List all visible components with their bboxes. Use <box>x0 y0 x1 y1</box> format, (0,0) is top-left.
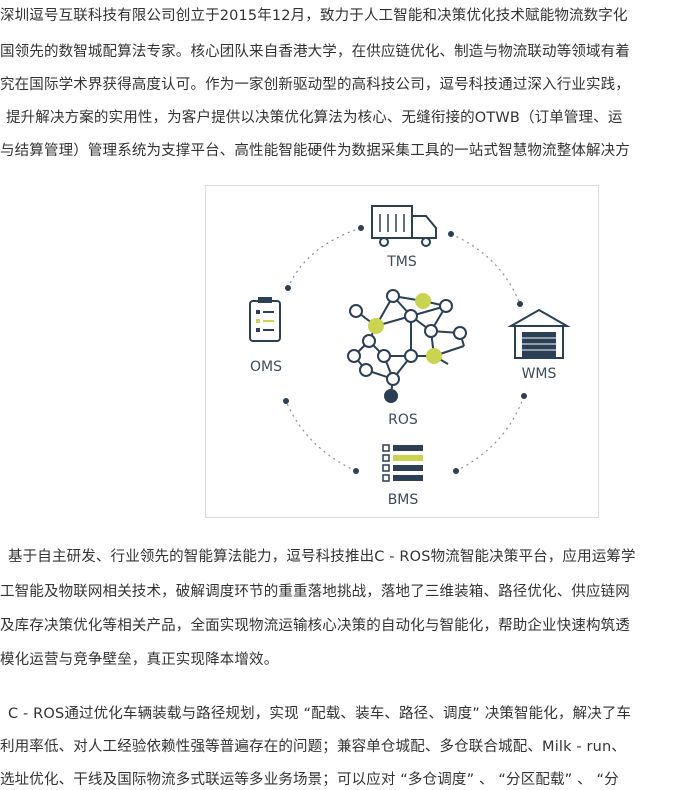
tms-label: TMS <box>386 254 417 270</box>
cros-line-1: C - ROS通过优化车辆装载与路径规划，实现 “配载、装车、路径、调度” 决策… <box>8 706 632 722</box>
billing-list-icon <box>382 444 423 482</box>
connection-ring <box>285 227 525 472</box>
clipboard-icon <box>249 297 281 342</box>
intro-line-5: 与结算管理）管理系统为支撑平台、高性能智能硬件为数据采集工具的一站式智慧物流整体… <box>0 143 630 159</box>
platform-line-1: 基于自主研发、行业领先的智能算法能力，逗号科技推出C - ROS物流智能决策平台… <box>8 549 636 565</box>
warehouse-icon <box>507 308 571 359</box>
oms-label: OMS <box>250 359 282 375</box>
diagram-canvas: TMS OMS WMS <box>249 205 571 508</box>
platform-line-3: 及库存决策优化等相关产品，全面实现物流运输核心决策的自动化与智能化，帮助企业快速… <box>0 618 630 634</box>
intro-line-2: 国领先的数智城配算法专家。核心团队来自香港大学，在供应链优化、制造与物流联动等领… <box>0 44 630 60</box>
ros-label: ROS <box>388 412 418 428</box>
platform-line-4: 模化运营与竞争壁垒，真正实现降本增效。 <box>0 652 279 668</box>
platform-line-2: 工智能及物联网相关技术，破解调度环节的重重落地挑战，落地了三维装箱、路径优化、供… <box>0 584 630 600</box>
ros-platform-diagram: TMS OMS WMS <box>205 185 599 518</box>
intro-line-4: 提升解决方案的实用性，为客户提供以决策优化算法为核心、无缝衔接的OTWB（订单管… <box>6 110 623 126</box>
bms-label: BMS <box>388 492 419 508</box>
intro-line-1: 深圳逗号互联科技有限公司创立于2015年12月，致力于人工智能和决策优化技术赋能… <box>0 8 628 24</box>
intro-line-3: 究在国际学术界获得高度认可。作为一家创新驱动型的高科技公司，逗号科技通过深入行业… <box>0 77 630 93</box>
cros-line-3: 选址优化、干线及国际物流多式联运等多业务场景；可以应对 “多仓调度” 、 “分区… <box>0 772 619 788</box>
wms-label: WMS <box>522 366 557 382</box>
truck-icon <box>371 205 437 247</box>
cros-line-2: 利用率低、对人工经验依赖性强等普遍存在的问题；兼容单仓城配、多仓联合城配、Mil… <box>0 739 626 755</box>
neural-network-icon <box>347 289 467 403</box>
ring-dots <box>283 225 527 474</box>
